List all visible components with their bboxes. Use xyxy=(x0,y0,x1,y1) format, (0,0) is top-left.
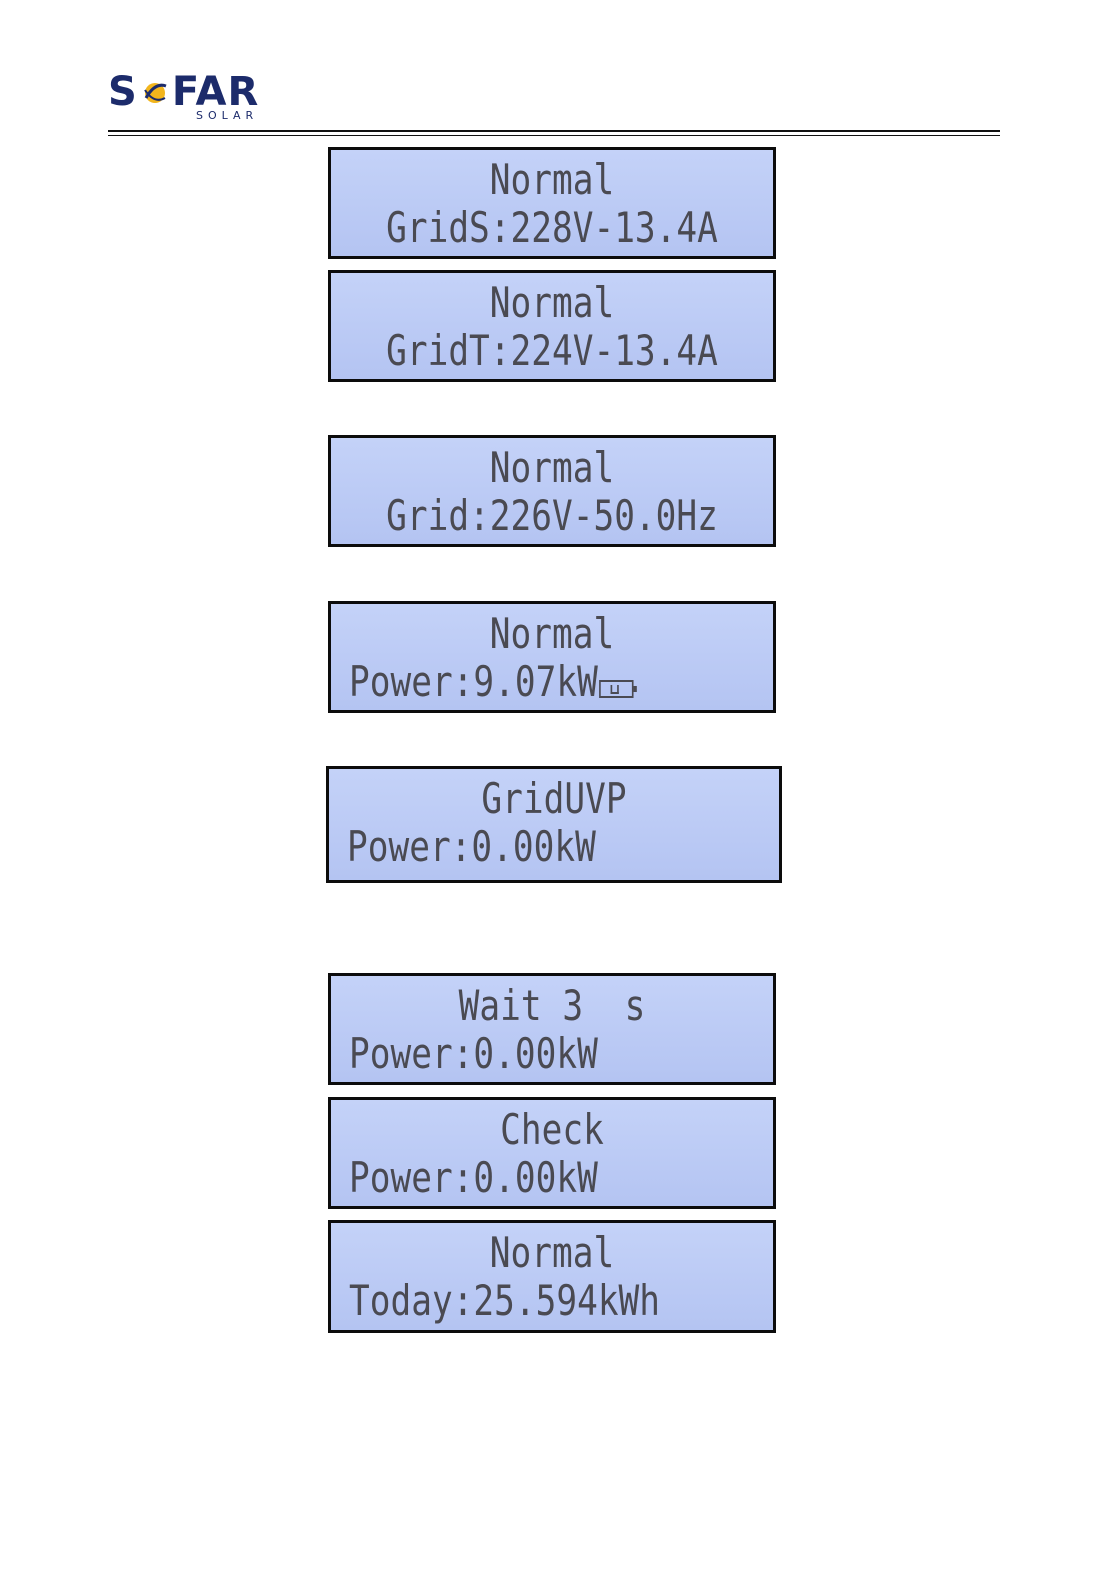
lcd-status: Wait 3 s xyxy=(371,982,733,1030)
lcd-status: Normal xyxy=(371,279,733,327)
lcd-screen-check: Check Power:0.00kW xyxy=(328,1097,776,1209)
lcd-status: Normal xyxy=(371,1229,733,1277)
battery-icon xyxy=(599,680,633,698)
lcd-readout: Today:25.594kWh xyxy=(349,1277,711,1325)
lcd-readout: Power:9.07kW xyxy=(349,657,598,706)
lcd-readout: GridS:228V-13.4A xyxy=(371,204,733,252)
lcd-readout: Power:0.00kW xyxy=(349,1154,711,1202)
lcd-status: Normal xyxy=(371,156,733,204)
lcd-readout: Grid:226V-50.0Hz xyxy=(371,492,733,540)
lcd-screen-grid: Normal Grid:226V-50.0Hz xyxy=(328,435,776,547)
lcd-screen-grid-t: Normal GridT:224V-13.4A xyxy=(328,270,776,382)
lcd-status: Check xyxy=(371,1106,733,1154)
lcd-screen-today: Normal Today:25.594kWh xyxy=(328,1220,776,1333)
lcd-screen-grid-s: Normal GridS:228V-13.4A xyxy=(328,147,776,259)
logo-letter-s: S xyxy=(108,69,138,115)
lcd-status: GridUVP xyxy=(370,775,739,823)
header-rule xyxy=(108,130,1000,132)
lcd-readout: Power:0.00kW xyxy=(349,1030,711,1078)
lcd-screen-grid-uvp: GridUVP Power:0.00kW xyxy=(326,766,782,883)
lcd-status: Normal xyxy=(371,610,733,658)
logo-wordmark: S FAR xyxy=(108,72,259,112)
lcd-readout: GridT:224V-13.4A xyxy=(371,327,733,375)
lcd-screen-wait: Wait 3 s Power:0.00kW xyxy=(328,973,776,1085)
logo-subtitle: SOLAR xyxy=(196,110,258,122)
lcd-screen-power: Normal Power:9.07kW xyxy=(328,601,776,713)
lcd-status: Normal xyxy=(371,444,733,492)
sun-icon xyxy=(140,78,170,108)
header-rule-thin xyxy=(108,135,1000,136)
lcd-readout: Power:0.00kW xyxy=(347,823,716,871)
sofar-solar-logo: S FAR SOLAR xyxy=(108,70,318,126)
lcd-readout-row: Power:9.07kW xyxy=(349,658,711,706)
